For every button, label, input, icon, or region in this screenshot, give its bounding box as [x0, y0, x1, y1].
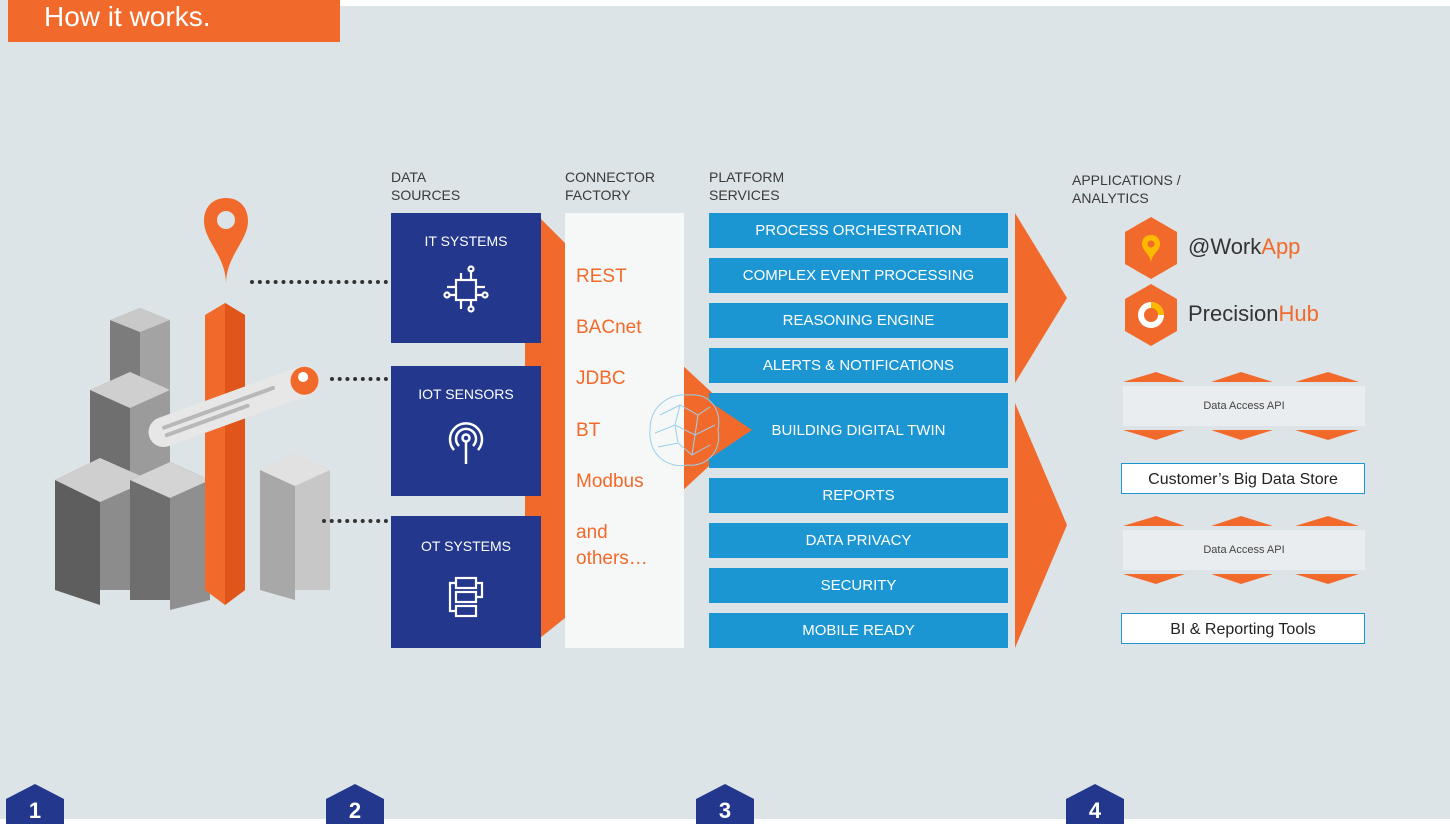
step-badge-1: 1 [6, 784, 64, 824]
api-down-arrows [1123, 430, 1359, 440]
data-access-api-2: Data Access API [1123, 530, 1365, 570]
connector-line-ot [322, 519, 388, 523]
workapp-logo-icon [1125, 217, 1177, 279]
circuit-icon [443, 265, 489, 313]
source-label: IT SYSTEMS [424, 233, 508, 249]
customer-big-data-store: Customer’s Big Data Store [1121, 463, 1365, 494]
data-access-api-1: Data Access API [1123, 386, 1365, 426]
building-illustration [55, 303, 330, 610]
source-label: IOT SENSORS [418, 386, 514, 402]
page-title: How it works. [8, 0, 340, 42]
app-precisionhub: PrecisionHub [1188, 301, 1319, 326]
service-building-digital-twin: BUILDING DIGITAL TWIN [709, 393, 1008, 468]
connector-bt: BT [576, 420, 601, 441]
connector-modbus: Modbus [576, 471, 644, 492]
bi-reporting-tools: BI & Reporting Tools [1121, 613, 1365, 644]
process-icon [448, 576, 484, 618]
precisionhub-logo-icon [1125, 284, 1177, 346]
service-reports: REPORTS [709, 478, 1008, 513]
service-reasoning-engine: REASONING ENGINE [709, 303, 1008, 338]
platform-arrow-lower [1015, 403, 1067, 648]
step-badge-3: 3 [696, 784, 754, 824]
api-down-arrows [1123, 574, 1359, 584]
connector-others: others… [576, 548, 648, 569]
service-security: SECURITY [709, 568, 1008, 603]
platform-arrow-upper [1015, 213, 1067, 383]
connector-line-iot [330, 377, 388, 381]
app-workapp: @WorkApp [1188, 234, 1301, 259]
location-pin-icon [204, 198, 248, 284]
connector-line-it [250, 280, 388, 284]
connector-rest: REST [576, 266, 627, 287]
step-badge-4: 4 [1066, 784, 1124, 824]
connector-and: and [576, 522, 608, 543]
api-up-arrows [1123, 516, 1359, 526]
service-alerts-notifications: ALERTS & NOTIFICATIONS [709, 348, 1008, 383]
api-up-arrows [1123, 372, 1359, 382]
source-iot-sensors: IOT SENSORS [391, 366, 541, 496]
connector-bacnet: BACnet [576, 317, 642, 338]
step-badge-2: 2 [326, 784, 384, 824]
source-label: OT SYSTEMS [421, 538, 511, 554]
service-process-orchestration: PROCESS ORCHESTRATION [709, 213, 1008, 248]
service-mobile-ready: MOBILE READY [709, 613, 1008, 648]
brain-icon [649, 385, 752, 475]
header-applications: APPLICATIONS /ANALYTICS [1072, 172, 1181, 206]
service-complex-event-processing: COMPLEX EVENT PROCESSING [709, 258, 1008, 293]
connector-jdbc: JDBC [576, 368, 626, 389]
source-ot-systems: OT SYSTEMS [391, 516, 541, 648]
connector-factory-column [565, 213, 684, 648]
service-data-privacy: DATA PRIVACY [709, 523, 1008, 558]
source-it-systems: IT SYSTEMS [391, 213, 541, 343]
top-strip [340, 0, 1450, 6]
signal-antenna-icon [448, 422, 484, 464]
